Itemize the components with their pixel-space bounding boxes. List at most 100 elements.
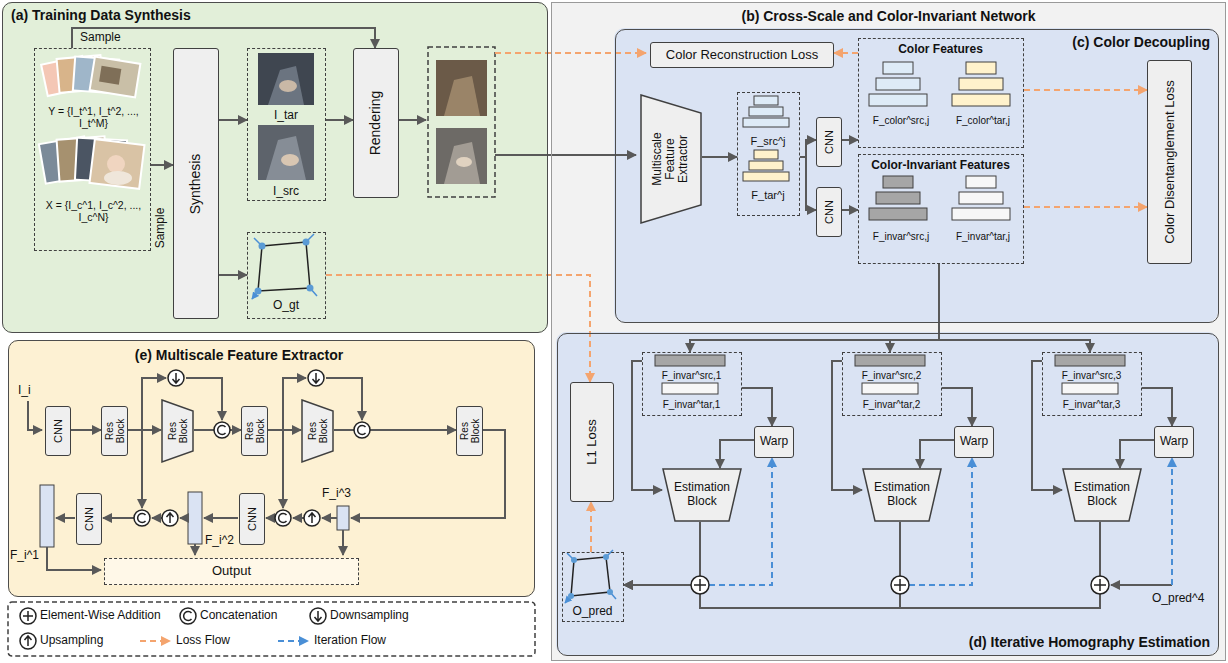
- down-symbol: [310, 608, 326, 624]
- feature-bars: [883, 62, 913, 74]
- concat-symbol: [358, 426, 366, 435]
- concat-symbol: [275, 510, 291, 526]
- legend-label: Element-Wise Addition: [40, 609, 161, 623]
- panel: (b) Cross-Scale and Color-Invariant Netw…: [551, 2, 1226, 661]
- up-symbol: [167, 513, 174, 523]
- node-text: F_invar^src,1: [643, 370, 740, 382]
- feature-bars: [876, 78, 920, 90]
- offset-quad: [303, 239, 310, 246]
- node-text: Color Disentanglement Loss: [1162, 64, 1176, 260]
- legend-label: Iteration Flow: [314, 634, 386, 648]
- panel-title: (a) Training Data Synthesis: [11, 7, 331, 23]
- offset-quad: [603, 554, 609, 560]
- up-symbol: [25, 636, 32, 646]
- offset-quad: [307, 285, 314, 292]
- node-text: F_src^j: [738, 135, 798, 148]
- concat-symbol: [180, 608, 196, 624]
- photo-stack: [99, 66, 121, 85]
- feature-bars: [188, 492, 202, 544]
- down-symbol: [173, 373, 180, 383]
- node-text: CNN: [52, 410, 64, 452]
- node-text: L1 Loss: [585, 386, 599, 498]
- panel-title: (d) Iterative Homography Estimation: [918, 634, 1210, 650]
- loss-flow-connector: [1024, 206, 1147, 208]
- cnn-box: CNN: [76, 493, 102, 545]
- legend-label: Concatenation: [200, 609, 277, 623]
- down-symbol: [315, 611, 322, 621]
- add-symbol: [891, 576, 909, 594]
- legend-label: Loss Flow: [176, 634, 230, 648]
- add-symbol: [1091, 576, 1109, 594]
- feature-label: F_i^1: [10, 549, 39, 563]
- estimation-block-outline: [863, 469, 941, 521]
- down-symbol: [308, 370, 324, 386]
- panel-fill: [8, 602, 535, 656]
- node-text: Warp: [760, 435, 788, 449]
- up-symbol: [309, 513, 316, 523]
- feature-box: F_invar^src,3F_invar^tar,3: [1042, 352, 1142, 416]
- node-text: Estimation Block: [674, 481, 730, 509]
- offset-quad: [565, 550, 616, 603]
- res-block-outline: [162, 400, 193, 462]
- node-text: Res Block: [104, 409, 126, 453]
- feature-bars: [337, 506, 349, 530]
- dataset-box: Y = {I_t^1, I_t^2, ..., I_t^M}X = {I_c^1…: [34, 48, 151, 251]
- feature-label: I_i: [18, 384, 31, 398]
- flow-connector: [942, 388, 972, 426]
- loss-flow-connector: [834, 52, 858, 54]
- up-symbol: [162, 510, 178, 526]
- flow-lines: [141, 430, 143, 508]
- node-text: Warp: [1160, 435, 1188, 449]
- process-box: Synthesis: [173, 48, 219, 319]
- feature-bars: [883, 176, 913, 188]
- feature-bars: [876, 192, 920, 204]
- panel: (e) Multiscale Feature ExtractorCNNRes B…: [8, 340, 535, 597]
- node-text: F_invar^tar,3: [1043, 399, 1140, 411]
- edge-label: Sample: [80, 31, 121, 45]
- node-text: X = {I_c^1, I_c^2, ..., I_c^N}: [37, 199, 150, 223]
- flow-connector: [920, 440, 954, 468]
- feature-bars: [959, 78, 1003, 90]
- loss-box: L1 Loss: [570, 382, 614, 502]
- legend-label: Upsampling: [40, 634, 103, 648]
- flow-connector: [1120, 440, 1154, 468]
- warp-box: Warp: [1154, 426, 1194, 458]
- panel-fill: [8, 340, 535, 597]
- flow-connector: [128, 429, 161, 431]
- legend-line-sample: [278, 640, 308, 642]
- flow-connector: [842, 139, 858, 141]
- feature-label: O_pred^4: [1152, 592, 1204, 606]
- node-text: I_tar: [248, 109, 324, 123]
- panel-fill: [614, 28, 1218, 322]
- res-block: Res Block: [161, 399, 194, 463]
- estimation-block: Estimation Block: [862, 468, 942, 522]
- res-block: Res Block: [241, 406, 268, 456]
- flow-connector: [1032, 361, 1062, 490]
- loss-flow: [495, 52, 646, 54]
- cnn-box: CNN: [816, 187, 842, 237]
- panel-fill: [556, 332, 1218, 655]
- loss-flow: [495, 52, 646, 54]
- node-text: O_gt: [248, 299, 324, 313]
- node-text: F_invar^tar,1: [643, 399, 740, 411]
- flow-connector: [326, 119, 353, 121]
- add-symbol: [894, 579, 906, 591]
- node-text: F_tar^j: [738, 189, 798, 202]
- loss-flow-connector: [590, 502, 592, 552]
- concat-symbol: [218, 426, 226, 435]
- output-box: Output: [104, 558, 359, 585]
- flow-connector: [219, 119, 247, 121]
- feature-bars: [966, 62, 996, 74]
- extractor-block-outline: [641, 95, 701, 223]
- process-box: Rendering: [353, 48, 399, 198]
- flow-connector: [624, 522, 1100, 608]
- legend-line-sample: [140, 640, 170, 642]
- image-thumbnails: [279, 80, 297, 92]
- image-thumbnails: [258, 53, 314, 105]
- up-symbol: [304, 510, 320, 526]
- node-text: Color Reconstruction Loss: [666, 48, 818, 63]
- flow-connector: [71, 429, 101, 431]
- offset-quad: [252, 234, 616, 603]
- flow-connector: [334, 429, 456, 431]
